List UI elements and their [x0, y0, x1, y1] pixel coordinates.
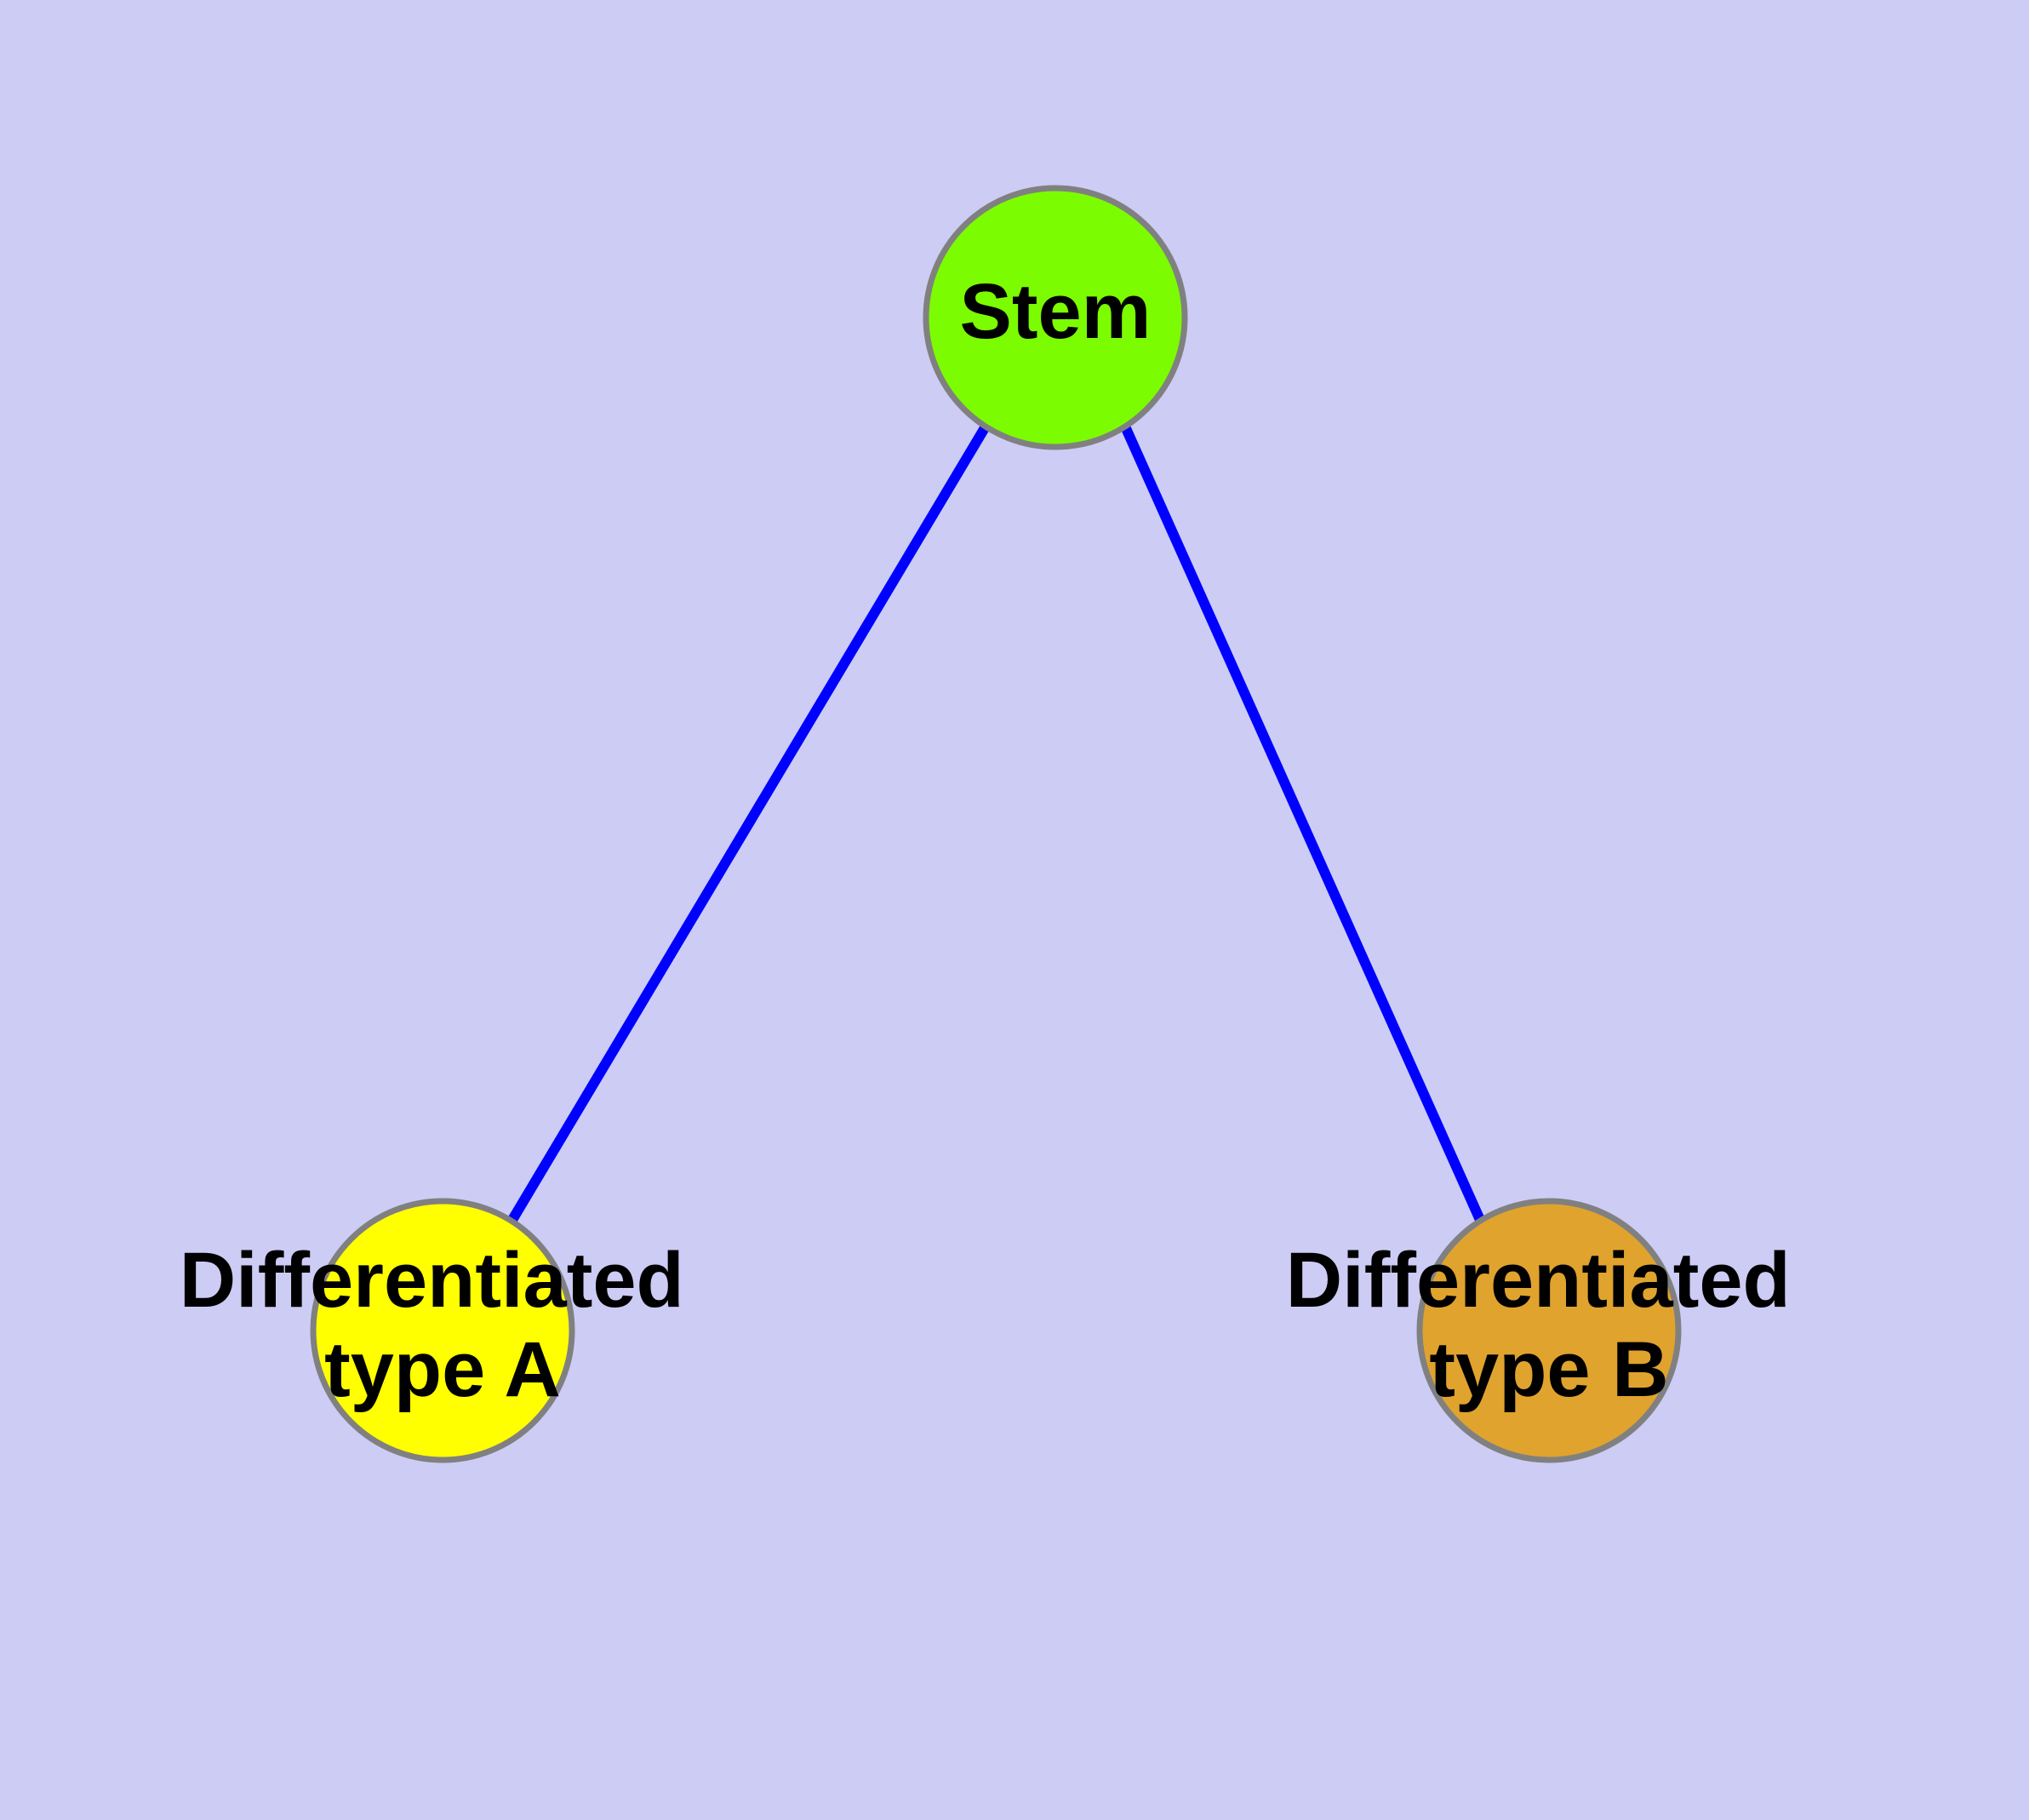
node-differentiated-type-a[interactable]: Differentiated type A — [180, 1198, 706, 1463]
node-stem-label: Stem — [960, 268, 1152, 355]
node-stem-circle[interactable] — [923, 185, 1188, 450]
edge-stem-to-differentiated-type-b[interactable] — [1120, 424, 1485, 1222]
node-layer: Stem Differentiated type A Differentiate… — [180, 185, 1813, 1463]
node-differentiated-type-b-label: Differentiated type B — [1286, 1237, 1813, 1413]
edge-stem-to-differentiated-type-a[interactable] — [507, 423, 991, 1223]
node-stem[interactable]: Stem — [923, 185, 1188, 450]
node-differentiated-type-a-circle[interactable] — [310, 1198, 575, 1463]
node-differentiated-type-b[interactable]: Differentiated type B — [1286, 1198, 1813, 1463]
edge-layer — [507, 423, 1485, 1223]
node-differentiated-type-a-label: Differentiated type A — [180, 1237, 706, 1413]
node-differentiated-type-b-circle[interactable] — [1416, 1198, 1682, 1463]
